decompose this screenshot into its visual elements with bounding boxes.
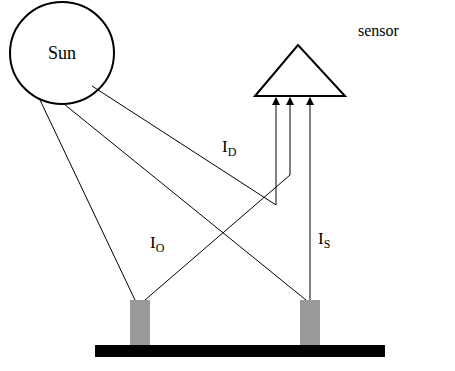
outline-shape	[255, 45, 345, 96]
ground-object	[300, 300, 320, 345]
surface-arrow	[310, 98, 311, 300]
node-outline	[250, 18, 450, 98]
sensor-triangle: sensor	[250, 18, 450, 98]
object-arrow	[290, 98, 291, 175]
sun-label: Sun	[48, 43, 76, 64]
diffuse-arrow	[276, 98, 277, 205]
intensity-label: IS	[318, 230, 330, 250]
intensity-label: IO	[150, 234, 164, 254]
sun-ray	[64, 104, 306, 300]
outline-shape	[10, 2, 114, 104]
ground-bar	[95, 345, 385, 357]
sun-ray	[40, 100, 135, 300]
sun-circle: Sun	[8, 0, 116, 106]
ground-object	[130, 300, 150, 345]
reflected-ray	[145, 175, 290, 300]
sun-ray	[92, 86, 276, 205]
sensor-label: sensor	[358, 22, 399, 40]
intensity-label: ID	[222, 138, 236, 158]
